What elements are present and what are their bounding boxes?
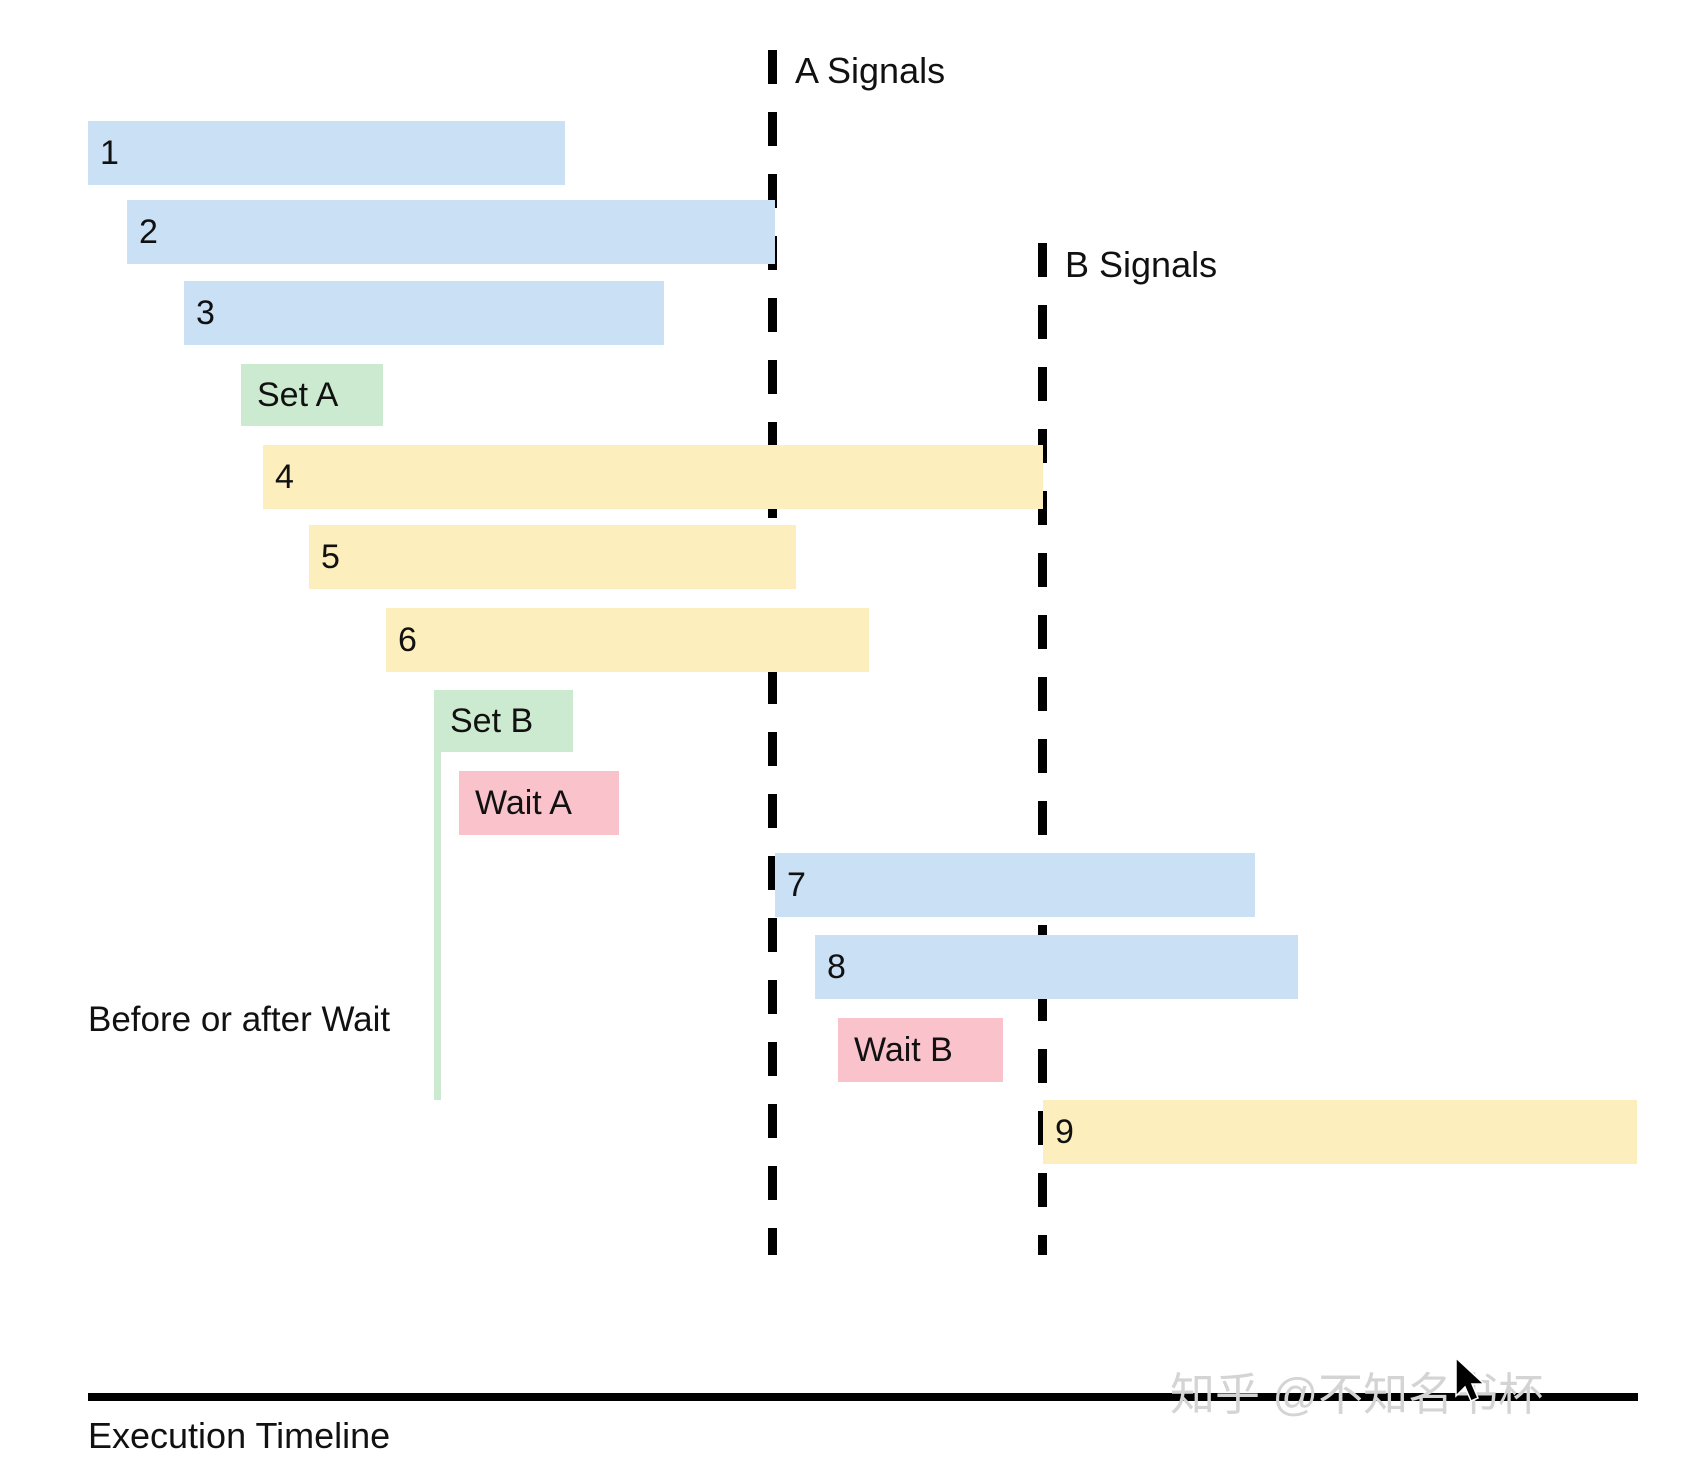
task-bar-2: 2 [127,200,775,264]
task-bar-7-label: 7 [787,866,806,904]
task-bar-7: 7 [775,853,1255,917]
execution-timeline-axis [88,1393,1638,1401]
task-bar-8-label: 8 [827,948,846,986]
wait-b-box: Wait B [838,1018,1003,1082]
task-bar-2-label: 2 [139,213,158,251]
task-bar-5-label: 5 [321,538,340,576]
set-a-box: Set A [241,364,383,426]
set-b-box: Set B [434,690,573,752]
before-or-after-wait-note: Before or after Wait [88,1000,391,1039]
task-bar-4-label: 4 [275,458,294,496]
task-bar-5: 5 [309,525,796,589]
task-bar-9: 9 [1043,1100,1637,1164]
execution-timeline-label: Execution Timeline [88,1415,391,1456]
task-bar-9-label: 9 [1055,1113,1074,1151]
marker-label-b-signals: B Signals [1065,244,1218,285]
task-bar-8: 8 [815,935,1298,999]
task-bar-1-label: 1 [100,134,119,172]
task-bar-1: 1 [88,121,565,185]
marker-label-a-signals: A Signals [795,50,946,91]
task-bar-3-label: 3 [196,294,215,332]
marker-line-b-signals [1038,243,1047,1255]
task-bar-6: 6 [386,608,869,672]
task-bar-3: 3 [184,281,664,345]
task-bar-6-label: 6 [398,621,417,659]
set-b-connector-line [434,752,441,1100]
set-a-label: Set A [257,376,339,414]
set-b-label: Set B [450,702,534,740]
mouse-cursor-icon [1455,1356,1486,1402]
wait-b-label: Wait B [854,1031,953,1069]
wait-a-box: Wait A [459,771,619,835]
wait-a-label: Wait A [475,784,572,822]
task-bar-4: 4 [263,445,1043,509]
watermark-text: 知乎 @不知名书杯 [1170,1369,1544,1420]
